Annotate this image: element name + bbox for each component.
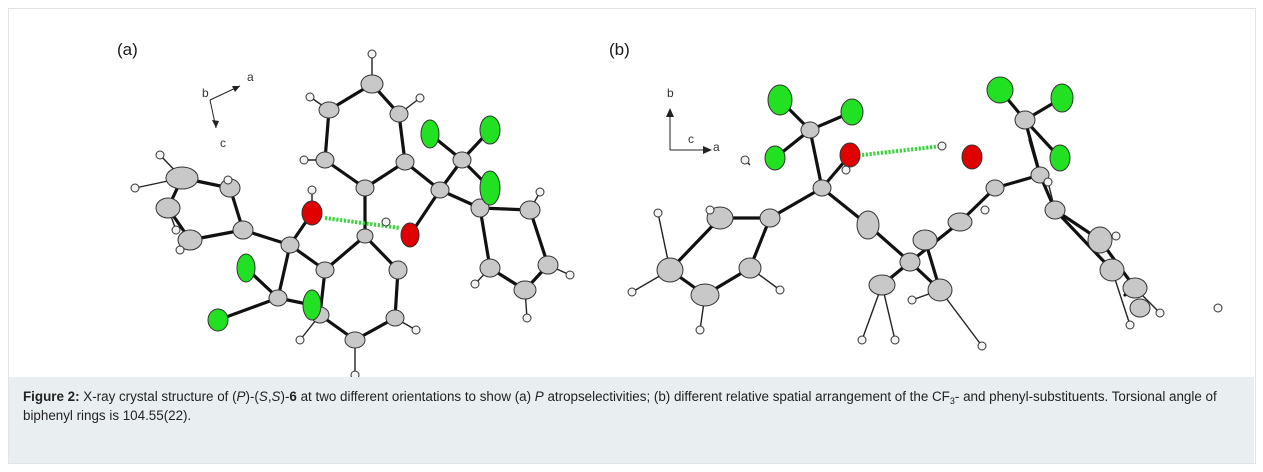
caption-text-5: atropselectivities; (b) different relati… xyxy=(543,389,950,404)
caption-text-3: )- xyxy=(280,389,290,404)
hydrogen-bond-a xyxy=(324,216,401,230)
caption-text-4: at two different orientations to show (a… xyxy=(296,389,535,404)
crystal-structure-a xyxy=(130,49,575,377)
atoms-b xyxy=(627,76,1223,351)
crystal-structure-b xyxy=(627,76,1223,351)
caption-label: Figure 2: xyxy=(23,389,80,404)
caption-italic-s1: S xyxy=(258,389,268,404)
figure-caption: Figure 2: X-ray crystal structure of (P)… xyxy=(9,377,1254,463)
caption-italic-p: P xyxy=(236,389,246,404)
panel-label-a: (a) xyxy=(117,40,138,59)
axis-label-a-a: a xyxy=(247,70,254,84)
h-bonds-a xyxy=(134,54,571,375)
axis-label-b-a: b xyxy=(202,86,209,100)
h-bonds-b xyxy=(631,159,1161,347)
axis-label-b-b: b xyxy=(667,86,674,100)
caption-text-1: X-ray crystal structure of ( xyxy=(79,389,237,404)
axis-label-a-b: a xyxy=(713,140,720,154)
caption-compound-number: 6 xyxy=(289,389,297,404)
caption-italic-p2: P xyxy=(534,389,544,404)
caption-italic-s2: S xyxy=(271,389,281,404)
caption-text-6: - and phenyl-substituents. Torsional ang… xyxy=(23,389,1217,423)
caption-subscript-3: 3 xyxy=(949,396,955,406)
panel-label-b: (b) xyxy=(609,40,630,59)
axis-label-c-a: c xyxy=(220,136,226,150)
axis-label-c-b: c xyxy=(688,132,694,146)
caption-comma: , xyxy=(267,389,272,404)
caption-text-2: )-( xyxy=(245,389,259,404)
atoms-a xyxy=(130,49,575,377)
hydrogen-bond-b xyxy=(861,144,943,157)
